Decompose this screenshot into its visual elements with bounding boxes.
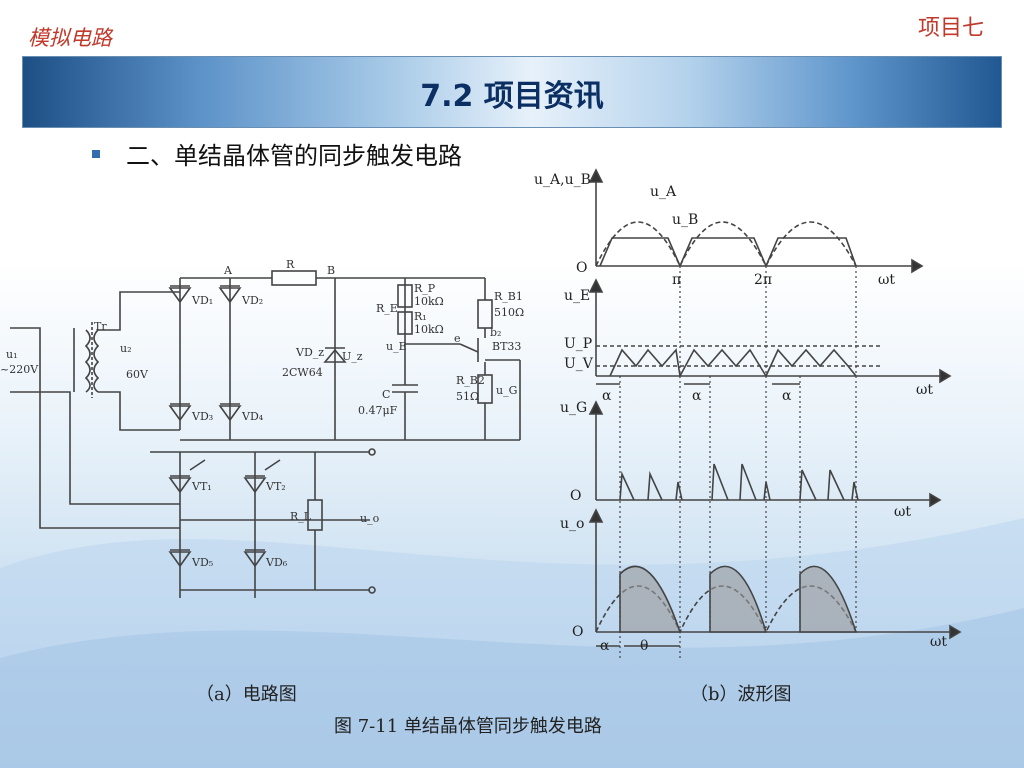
vd5-label: VD₅ <box>191 556 213 569</box>
vt2-label: VT₂ <box>265 480 286 493</box>
uv-label: U_V <box>564 356 594 372</box>
ujt-model-label: BT33 <box>492 340 521 353</box>
bullet-marker <box>92 150 100 158</box>
re-label: R_E <box>376 302 398 315</box>
alpha-3: α <box>782 388 792 404</box>
ug-label: u_G <box>496 384 517 397</box>
voltage-60-label: 60V <box>126 368 149 381</box>
vt1-label: VT₁ <box>191 480 212 493</box>
node-b-label: B <box>327 264 335 277</box>
vd2-label: VD₂ <box>241 294 263 307</box>
title-banner: 7.2 项目资讯 <box>22 56 1002 128</box>
ub-label: u_B <box>672 212 698 228</box>
u1-label: u₁ <box>6 348 18 361</box>
caption-waveform: （b）波形图 <box>690 684 792 705</box>
alpha-1: α <box>602 388 612 404</box>
voltage-220-label: ~220V <box>0 363 39 376</box>
alpha-4: α <box>600 638 610 654</box>
wt-label-4: ωt <box>930 634 947 650</box>
caption-circuit: （a）电路图 <box>196 684 297 705</box>
rp-value: 10kΩ <box>414 295 444 308</box>
resistor-r-label: R <box>286 258 295 271</box>
vd1-label: VD₁ <box>191 294 213 307</box>
rl-label: R_L <box>290 510 312 523</box>
origin-1: O <box>576 260 587 276</box>
r1-label: R₁ <box>414 310 427 323</box>
origin-3: O <box>572 624 583 640</box>
course-title: 模拟电路 <box>28 26 112 50</box>
pulse-train <box>619 463 859 501</box>
ug-axis-label: u_G <box>560 400 587 416</box>
vd6-label: VD₆ <box>265 556 288 569</box>
caption-figure: 图 7-11 单结晶体管同步触发电路 <box>334 716 602 737</box>
rb1-value: 510Ω <box>494 306 524 319</box>
two-pi-label: 2π <box>754 272 772 288</box>
zener-model-label: 2CW64 <box>282 366 323 379</box>
uz-label: U_z <box>342 350 363 363</box>
rb2-label: R_B2 <box>456 374 485 387</box>
bullet-text: 二、单结晶体管的同步触发电路 <box>126 142 462 170</box>
wt-label-3: ωt <box>894 504 911 520</box>
vd3-label: VD₃ <box>191 410 213 423</box>
slide-title: 7.2 项目资讯 <box>420 79 604 114</box>
uo-axis-label: u_o <box>560 516 584 532</box>
u2-label: u₂ <box>120 342 132 355</box>
ue-axis-label: u_E <box>564 288 590 304</box>
r1-value: 10kΩ <box>414 323 444 336</box>
node-a-label: A <box>223 264 233 277</box>
ue-label: u_E <box>386 340 407 353</box>
rb2-value: 51Ω <box>456 390 479 403</box>
circuit-diagram <box>10 270 521 598</box>
waveform-diagram <box>588 168 962 660</box>
uo-label: u_o <box>360 512 380 525</box>
vdz-label: VD_z <box>295 346 324 359</box>
wt-label-1: ωt <box>878 272 895 288</box>
alpha-2: α <box>692 388 702 404</box>
wt-label-2: ωt <box>916 382 933 398</box>
vd4-label: VD₄ <box>241 410 264 423</box>
emitter-label: e <box>454 332 461 345</box>
ua-label: u_A <box>650 184 677 200</box>
origin-2: O <box>570 488 581 504</box>
theta-label: θ <box>640 638 648 654</box>
uab-axis-label: u_A,u_B <box>534 172 591 188</box>
rb1-label: R_B1 <box>494 290 523 303</box>
project-label: 项目七 <box>917 16 984 41</box>
transformer-label: Tr <box>94 320 107 333</box>
c-label: C <box>382 388 390 401</box>
rp-label: R_P <box>414 282 436 295</box>
up-label: U_P <box>564 336 592 352</box>
c-value: 0.47μF <box>358 404 398 417</box>
pi-label: π <box>672 272 681 288</box>
b2-label: b₂ <box>490 326 501 339</box>
